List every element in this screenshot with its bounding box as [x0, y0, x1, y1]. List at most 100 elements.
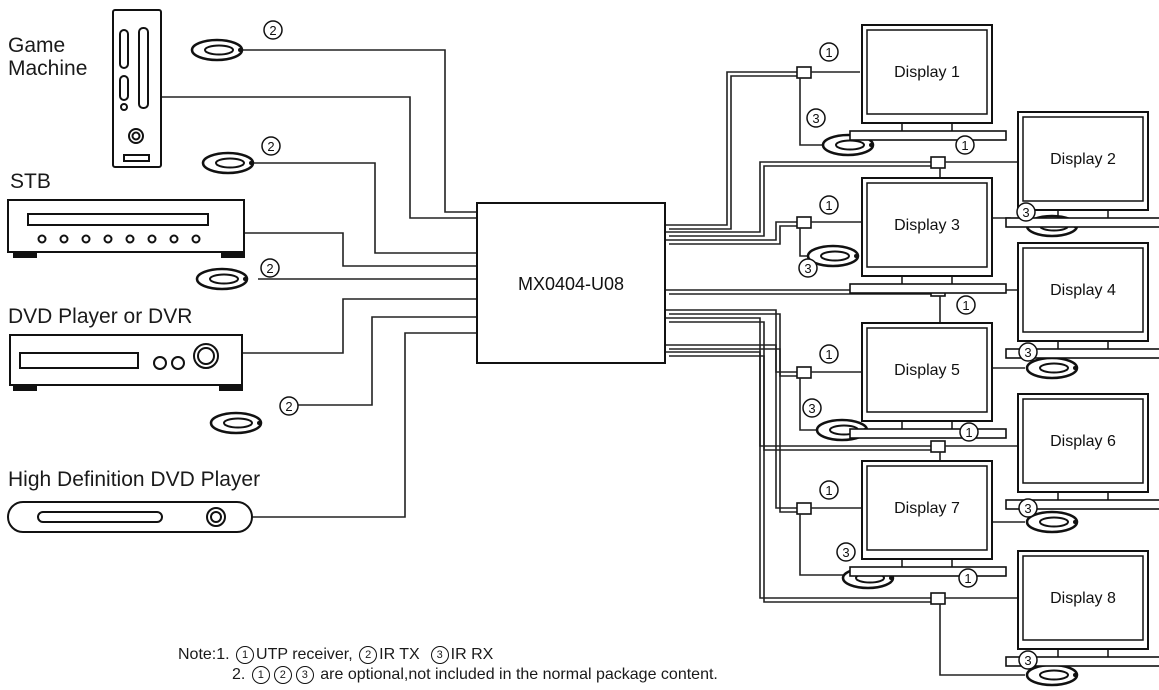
marker-1-icon: 1: [958, 568, 978, 588]
wire-hub-to-receiver: [669, 313, 804, 377]
utp-receiver: [930, 156, 946, 169]
dvd-knob-inner: [197, 347, 215, 365]
display-monitor: Display 2: [1005, 111, 1159, 228]
display-label: Display 3: [894, 217, 960, 234]
utp-receiver: [930, 440, 946, 453]
displays: Display 1 Display 2 Display 3 Display 4 Disp…: [849, 24, 1159, 667]
marker-2-icon: 2: [263, 20, 283, 40]
wire-hub-to-receiver: [669, 165, 938, 237]
marker-digit: 3: [804, 261, 811, 276]
marker-digit: 3: [812, 111, 819, 126]
marker-3-icon: 3: [1018, 342, 1038, 362]
ir-eye-icon: [1025, 510, 1079, 534]
wire-hub-to-receiver: [665, 344, 800, 509]
ir-eye-icon: [195, 267, 249, 291]
game-machine-drive: [123, 154, 150, 162]
marker-3-icon: 3: [430, 646, 449, 664]
dvd-button: [153, 356, 167, 370]
dvd-foot: [219, 384, 243, 391]
marker-2-icon: 2: [273, 666, 292, 684]
marker-3-icon: 3: [806, 108, 826, 128]
stb-button: [103, 234, 113, 244]
wire-hub-to-receiver: [665, 221, 800, 241]
marker-digit: 3: [808, 401, 815, 416]
marker-digit: 3: [1022, 205, 1029, 220]
hd-dvd-knob-inner: [210, 511, 222, 523]
game-machine-slot: [119, 29, 129, 69]
display-monitor: Display 8: [1005, 550, 1159, 667]
label-game-machine-text: Game Machine: [8, 34, 88, 81]
marker-digit: 1: [964, 571, 971, 586]
wire-ir-2: [250, 162, 477, 254]
marker-digit: 2: [267, 139, 274, 154]
wire-hub-to-receiver: [669, 225, 804, 245]
utp-receiver: [930, 592, 946, 605]
marker-3-icon: 3: [836, 542, 856, 562]
marker-digit: 1: [825, 45, 832, 60]
marker-digit: 2: [269, 23, 276, 38]
marker-digit: 1: [825, 198, 832, 213]
note-line2-prefix: 2.: [232, 666, 246, 683]
display-monitor: Display 6: [1005, 393, 1159, 510]
marker-digit: 1: [825, 483, 832, 498]
marker-3-icon: 3: [798, 258, 818, 278]
marker-1-icon: 1: [819, 42, 839, 62]
ir-eye-icon: [201, 151, 255, 175]
marker-2-icon: 2: [260, 258, 280, 278]
ir-eye-icon: [1025, 356, 1079, 380]
marker-3-icon: 3: [1018, 498, 1038, 518]
wire-ir-4: [295, 316, 477, 406]
marker-2-icon: 2: [279, 396, 299, 416]
display-label: Display 1: [894, 64, 960, 81]
marker-digit: 1: [961, 138, 968, 153]
wire-ir-1: [233, 49, 477, 213]
stb-display: [27, 213, 209, 226]
display-label: Display 4: [1050, 282, 1116, 299]
marker-3-icon: 3: [802, 398, 822, 418]
label-game-machine: Game Machine: [8, 34, 87, 80]
display-label: Display 5: [894, 362, 960, 379]
ir-eye-icon: [209, 411, 263, 435]
wire-hd-dvd-to-hub: [252, 332, 477, 518]
display-monitor: Display 3: [849, 177, 1007, 294]
display-monitor: Display 7: [849, 460, 1007, 577]
note-item3: IR RX: [450, 646, 494, 663]
marker-digit: 3: [1024, 501, 1031, 516]
source-devices: [7, 9, 253, 533]
label-stb: STB: [10, 170, 51, 193]
marker-digit: 2: [285, 399, 292, 414]
marker-1-icon: 1: [236, 646, 255, 664]
game-machine-button-inner: [131, 131, 141, 141]
wire-ir-rx: [799, 514, 845, 576]
utp-receiver: [796, 366, 812, 379]
marker-1-icon: 1: [819, 195, 839, 215]
display-monitor: Display 5: [849, 322, 1007, 439]
marker-2-icon: 2: [359, 646, 378, 664]
note-prefix: Note:1.: [178, 646, 230, 663]
ir-eye-icon: [1025, 663, 1079, 687]
stb-button: [125, 234, 135, 244]
hub-label: MX0404-U08: [518, 274, 624, 294]
display-label: Display 2: [1050, 151, 1116, 168]
dvd-tray: [19, 352, 139, 369]
note-item1: UTP receiver,: [256, 646, 353, 663]
ir-eye-icon: [806, 244, 860, 268]
marker-digit: 2: [266, 261, 273, 276]
wire-ir-rx: [799, 78, 822, 146]
wire-game-to-hub: [160, 96, 477, 219]
display-monitor: Display 1: [849, 24, 1007, 141]
marker-3-icon: 3: [295, 666, 314, 684]
marker-digit: 3: [842, 545, 849, 560]
marker-1-icon: 1: [956, 295, 976, 315]
stb-button: [147, 234, 157, 244]
wire-hub-to-receiver: [669, 75, 804, 230]
wire-hub-to-receiver: [665, 351, 934, 599]
marker-digit: 1: [962, 298, 969, 313]
marker-digit: 3: [1024, 345, 1031, 360]
game-machine-led: [120, 103, 128, 111]
marker-1-icon: 1: [819, 344, 839, 364]
marker-digit: 3: [1024, 653, 1031, 668]
